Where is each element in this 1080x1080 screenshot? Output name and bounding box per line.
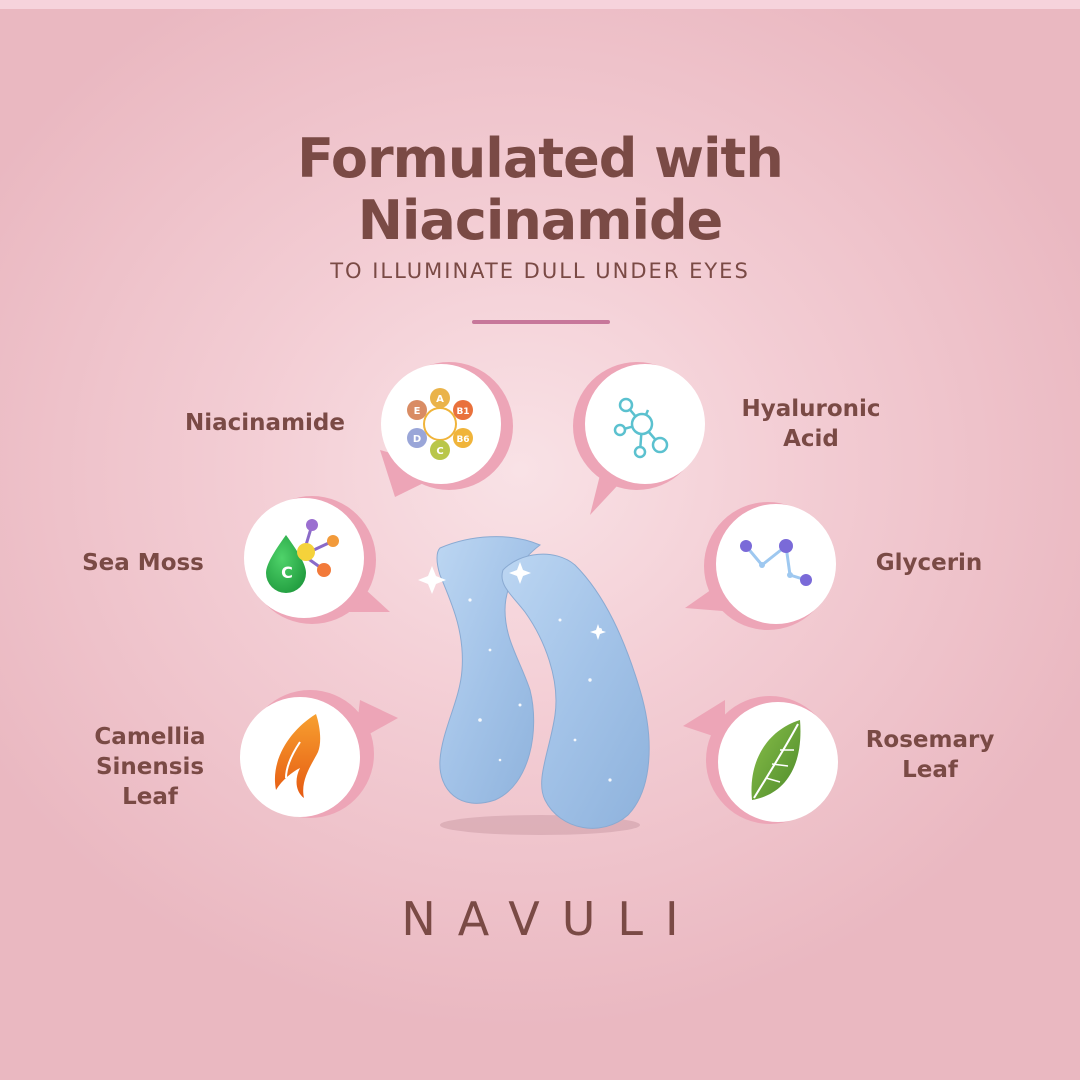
title-divider [472,320,610,324]
label-niacinamide: Niacinamide [185,410,345,436]
label-rosemary: Rosemary Leaf [865,727,995,783]
green-leaf-icon [751,720,801,800]
bubble-hyaluronic-acid [573,362,705,515]
molecule-outline-icon [613,397,669,459]
vitamin-letter-e: E [414,406,421,417]
title-line-1: Formulated with [297,127,784,190]
vitamin-letter-b1: B1 [456,407,469,417]
title-line-2: Niacinamide [357,189,724,252]
vitamin-c-drop-icon: C [266,519,339,593]
vitamin-letter-a: A [436,394,444,405]
label-hyaluronic-acid: Hyaluronic Acid [741,396,881,452]
vitamin-wheel-icon: E A B1 B6 C D [407,388,473,460]
bubble-niacinamide: E A B1 B6 C D [380,362,513,497]
vitamin-letter-d: D [413,434,421,445]
page-title: Formulated with Niacinamide [0,128,1080,252]
vitamin-letter-c: C [436,446,443,457]
bubble-sea-moss: C [244,496,390,624]
bubble-glycerin [685,502,836,630]
label-camellia: Camellia Sinensis Leaf [94,724,206,810]
label-sea-moss: Sea Moss [82,550,204,576]
orange-flame-leaf-icon [274,714,321,798]
vitamin-c-letter: C [281,563,293,582]
eye-patch-image [418,536,650,835]
page-subtitle: TO ILLUMINATE DULL UNDER EYES [330,259,750,283]
brand-logo: NAVULI [401,892,701,946]
top-strip [0,0,1080,9]
bubble-camellia [240,690,398,818]
molecule-chain-icon [740,539,812,586]
bubble-rosemary [683,696,838,824]
label-glycerin: Glycerin [875,550,983,576]
vitamin-letter-b6: B6 [456,435,469,445]
